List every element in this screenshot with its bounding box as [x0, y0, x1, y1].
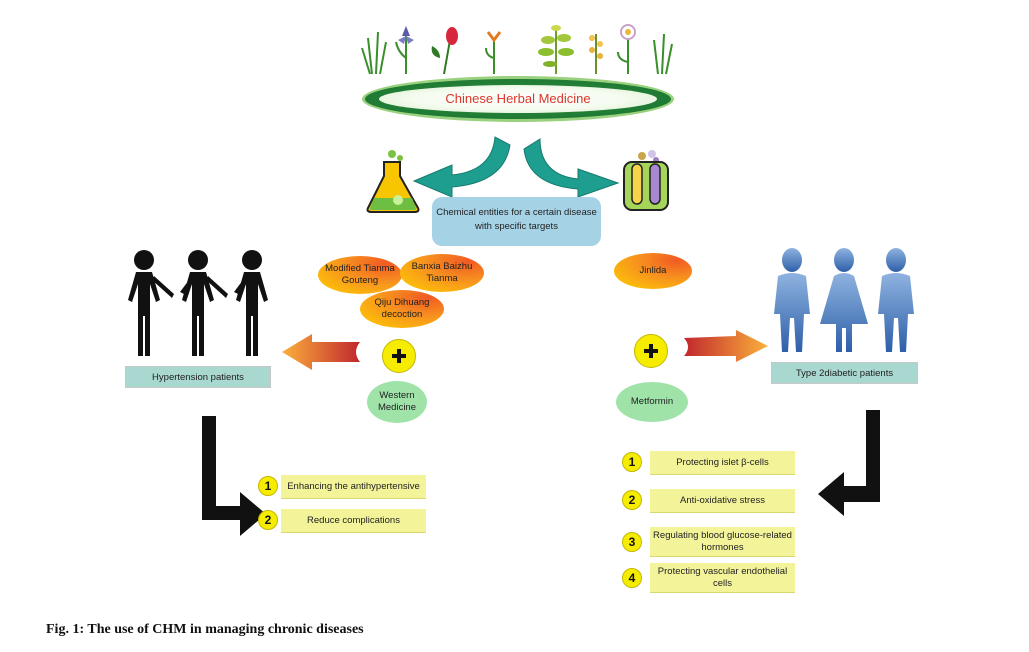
grass-icon	[653, 33, 673, 75]
effect-item: Protecting islet β-cells	[650, 451, 795, 475]
herb-jinlida: Jinlida	[614, 253, 692, 289]
test-tubes-icon	[623, 150, 669, 211]
lily-icon	[485, 31, 502, 74]
effect-item: Anti-oxidative stress	[650, 489, 795, 513]
orange-arrow-right-icon	[684, 330, 768, 362]
bent-arrow-right-icon	[818, 410, 880, 516]
herbs-illustration	[361, 24, 673, 75]
number-badge: 1	[258, 476, 278, 496]
chemical-entities-box: Chemical entities for a certain disease …	[432, 197, 601, 246]
number-badge: 4	[622, 568, 642, 588]
number-badge: 2	[258, 510, 278, 530]
diabetic-people-icon	[774, 248, 914, 352]
right-arrow-icon	[523, 138, 620, 197]
effect-item: Reduce complications	[281, 509, 426, 533]
shrub-icon	[538, 25, 574, 74]
daisy-icon	[617, 24, 636, 74]
herb-banxia-baizhu: Banxia Baizhu Tianma	[400, 254, 484, 292]
plus-icon	[634, 334, 668, 368]
yellow-flower-icon	[589, 34, 603, 74]
figure-caption: Fig. 1: The use of CHM in managing chron…	[46, 622, 364, 637]
iris-icon	[395, 26, 414, 74]
grass-icon	[361, 31, 387, 75]
chm-ellipse	[362, 76, 674, 122]
green-arrows	[412, 136, 620, 197]
herb-qiju-dihuang: Qiju Dihuang decoction	[360, 290, 444, 328]
effect-item: Regulating blood glucose-related hormone…	[650, 527, 795, 557]
diabetic-label: Type 2diabetic patients	[771, 362, 918, 384]
effect-item: Enhancing the antihypertensive	[281, 475, 426, 499]
chm-title: Chinese Herbal Medicine	[445, 91, 591, 106]
left-arrow-icon	[412, 136, 511, 197]
number-badge: 1	[622, 452, 642, 472]
bent-arrow-left-icon	[202, 416, 266, 536]
hypertension-people-icon	[128, 250, 268, 356]
plus-icon	[382, 339, 416, 373]
number-badge: 3	[622, 532, 642, 552]
flask-icon	[366, 150, 420, 213]
herb-modified-tianma: Modified Tianma Gouteng	[318, 256, 402, 294]
hypertension-label: Hypertension patients	[125, 366, 271, 388]
effect-item: Protecting vascular endothelial cells	[650, 563, 795, 593]
western-medicine-oval: Western Medicine	[367, 381, 427, 423]
number-badge: 2	[622, 490, 642, 510]
red-flower-icon	[431, 27, 458, 75]
orange-arrow-left-icon	[282, 334, 360, 370]
metformin-oval: Metformin	[616, 382, 688, 422]
